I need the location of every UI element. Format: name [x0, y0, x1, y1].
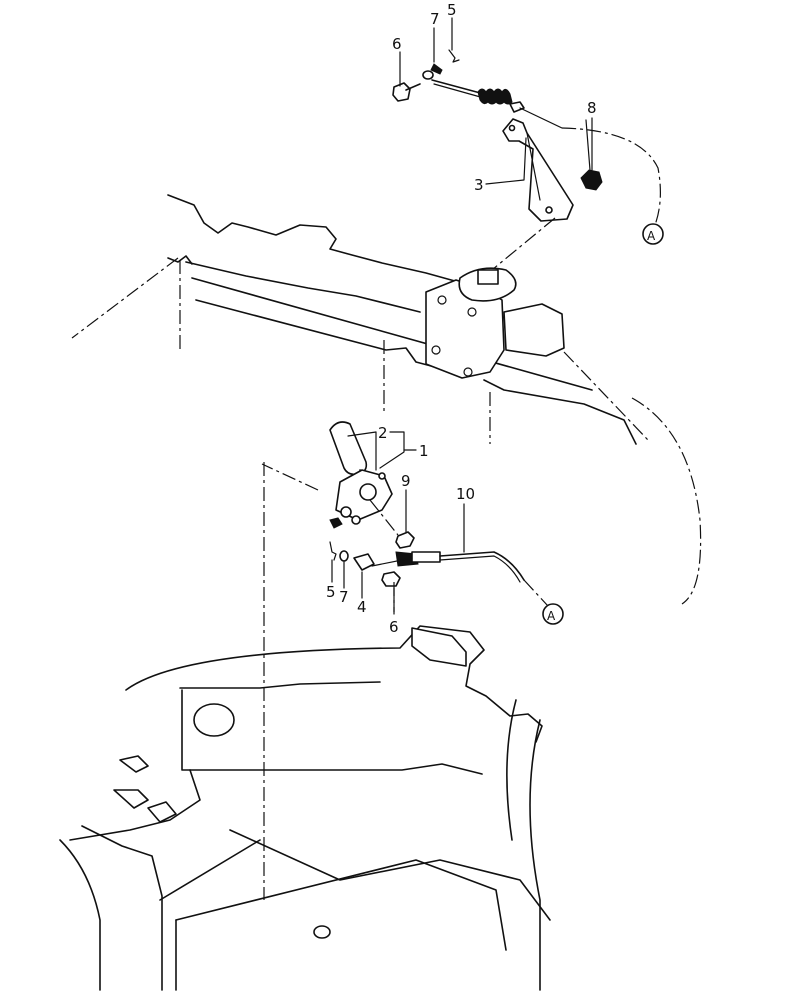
upper-assembly	[392, 49, 661, 289]
callout-7-lower: 7	[339, 588, 349, 606]
callout-5-top: 5	[447, 1, 457, 19]
bolt-9	[395, 531, 415, 549]
reference-a-lower: A	[547, 609, 556, 623]
valve-housing	[425, 267, 565, 379]
lower-assembly	[261, 421, 549, 900]
washer-7-top	[422, 70, 434, 80]
bolt-6-top	[392, 82, 421, 102]
cotter-pin-5-lower	[329, 541, 337, 561]
frame-structure	[71, 194, 702, 605]
cab-floor	[59, 625, 551, 991]
callout-4: 4	[357, 598, 367, 616]
callout-8: 8	[587, 99, 597, 117]
callout-5-lower: 5	[326, 583, 336, 601]
bolt-8	[580, 119, 603, 191]
cotter-pin-5-top	[448, 49, 460, 63]
callouts-lower: 2 1 9 10 5 7 4 6 A	[326, 424, 564, 636]
lever-base-1	[329, 469, 393, 529]
callout-3: 3	[474, 176, 484, 194]
reference-a-lower-marker	[542, 603, 564, 625]
callouts-top: 6 7 5 8 3 A	[392, 1, 664, 245]
bracket-3	[502, 118, 574, 222]
cable-end-top	[431, 79, 563, 129]
callout-7-top: 7	[430, 10, 440, 28]
reference-a-top-marker	[642, 223, 664, 245]
callout-6-lower: 6	[389, 618, 399, 636]
reference-a-top: A	[647, 229, 656, 243]
callout-10: 10	[456, 485, 475, 503]
fitting-4	[353, 553, 413, 571]
callout-2: 2	[378, 424, 388, 442]
callout-6-top: 6	[392, 35, 402, 53]
washer-7-lower	[339, 550, 349, 562]
bolt-6-lower	[381, 571, 401, 587]
callout-9: 9	[401, 472, 411, 490]
callout-1: 1	[419, 442, 429, 460]
control-cable-10	[395, 551, 549, 607]
